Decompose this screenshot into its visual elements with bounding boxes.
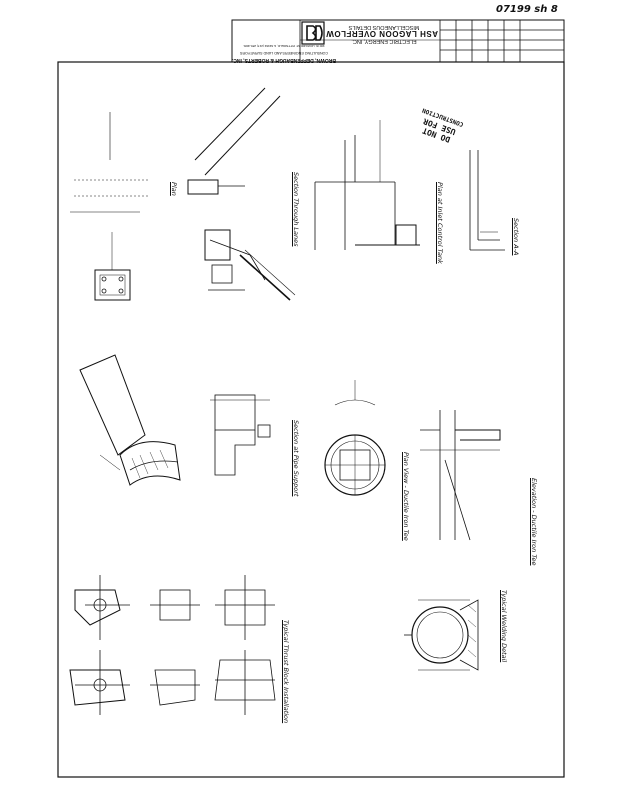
caption-plan-view-tee: Plan View - Ductile Iron Tee [402,452,410,541]
caption-plan: Plan [170,182,178,196]
project-name: ASH LAGOON OVERFLOW [325,29,438,38]
caption-section-aa: Section A-A [512,218,520,256]
caption-thrust-block: Typical Thrust Block Installation [282,620,290,724]
firm-subtitle: CONSULTING ENGINEERS AND LAND SURVEYORS [240,51,328,55]
title-block-client: ELECTRIC ENERGY, INC. ASH LAGOON OVERFLO… [325,23,438,44]
title-block [231,19,565,63]
caption-section-lanes: Section Through Lanes [292,172,300,247]
title-block-firm: BROWN, DEFFENBAUGH & ROBERTS, INC. CONSU… [232,42,336,63]
caption-plan-control-tank: Plan at Inlet Control Tank [436,182,444,264]
caption-section-pipe-support: Section at Pipe Support [292,420,300,497]
caption-elevation-tee: Elevation - Ductile Iron Tee [530,478,538,566]
handwritten-reference: 07199 sh 8 [496,4,558,15]
caption-welding-detail: Typical Welding Detail [500,590,508,663]
sheet-border [57,61,565,778]
firm-address: 300 W. HOWARD ST. PITTSFIELD, IL 62363 (… [243,44,325,48]
firm-logo-box [301,21,325,45]
client-name: ELECTRIC ENERGY, INC. [351,38,417,44]
firm-name: BROWN, DEFFENBAUGH & ROBERTS, INC. [231,57,336,63]
firm-logo [306,25,323,41]
